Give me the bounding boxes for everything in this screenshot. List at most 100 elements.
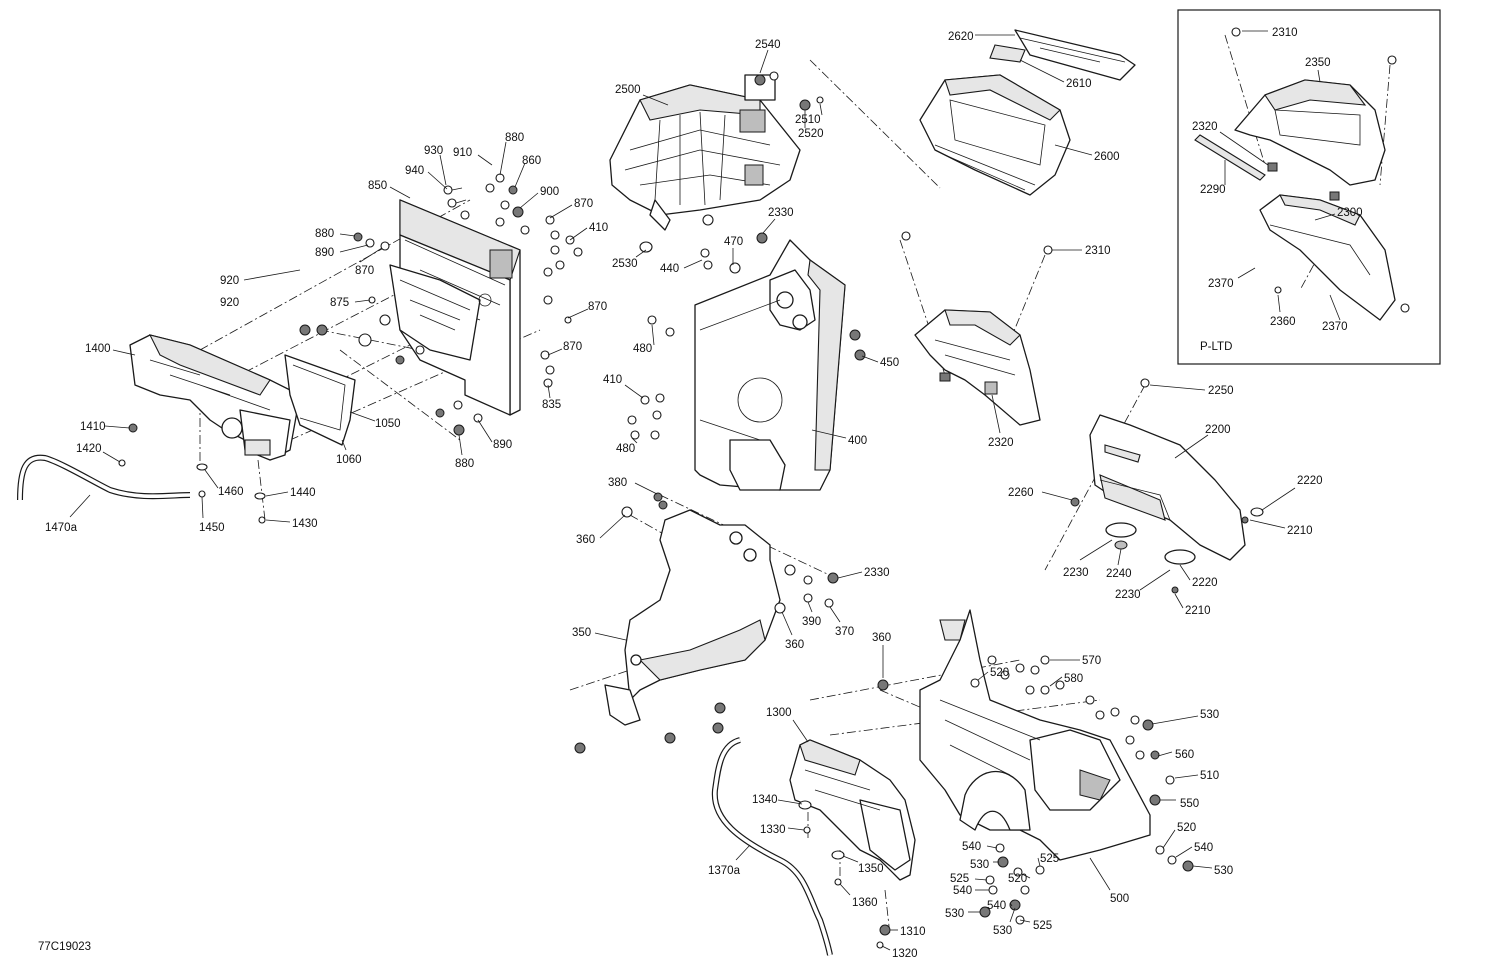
callout-label: 1370a <box>708 865 741 877</box>
callout-label: 2600 <box>1094 151 1120 163</box>
callout-label: 2320 <box>988 437 1014 449</box>
callout-label: 940 <box>405 165 424 177</box>
callout-label: 360 <box>872 632 891 644</box>
screws-1400 <box>118 423 266 524</box>
screws-2310 <box>901 231 1053 382</box>
callout-label: 520 <box>1177 822 1196 834</box>
callout-label: 870 <box>588 301 607 313</box>
callout-label: 2370 <box>1208 278 1234 290</box>
callout-label: 570 <box>1082 655 1101 667</box>
callout-label: 2330 <box>864 567 890 579</box>
panel-2600 <box>919 74 1071 196</box>
callout-label: 2300 <box>1337 207 1363 219</box>
callout-label: 530 <box>993 925 1012 937</box>
callout-label: 1310 <box>900 926 926 938</box>
callout-label: 540 <box>953 885 972 897</box>
drawing-number: 77C19023 <box>38 941 91 953</box>
callout-label: 870 <box>355 265 374 277</box>
callout-label: 2290 <box>1200 184 1226 196</box>
screws-400 <box>627 315 866 440</box>
callout-label: 1330 <box>760 824 786 836</box>
callout-label: 360 <box>576 534 595 546</box>
p-ltd-inset-frame <box>1177 9 1441 365</box>
callout-label: 860 <box>522 155 541 167</box>
callout-label: 560 <box>1175 749 1194 761</box>
callout-label: 2230 <box>1115 589 1141 601</box>
panel-2200 <box>1089 414 1246 565</box>
callout-label: 470 <box>724 236 743 248</box>
callout-label: 580 <box>1064 673 1083 685</box>
callout-label: 1450 <box>199 522 225 534</box>
callout-label: 900 <box>540 186 559 198</box>
callout-label: 2530 <box>612 258 638 270</box>
callout-label: 870 <box>574 198 593 210</box>
callout-label: 880 <box>315 228 334 240</box>
callout-label: 525 <box>950 873 969 885</box>
seal-1050-1060 <box>284 354 356 446</box>
callout-label: 2350 <box>1305 57 1331 69</box>
callout-label: 400 <box>848 435 867 447</box>
callout-label: 450 <box>880 357 899 369</box>
callout-label: 525 <box>1040 853 1059 865</box>
callout-label: 530 <box>1200 709 1219 721</box>
callout-label: 880 <box>505 132 524 144</box>
callout-label: 1360 <box>852 897 878 909</box>
inset-panel-2300 <box>1259 194 1396 321</box>
callout-label: 2200 <box>1205 424 1231 436</box>
panel-2320 <box>914 309 1041 426</box>
callout-label: 410 <box>603 374 622 386</box>
callout-label: 1410 <box>80 421 106 433</box>
bracket-2610 <box>989 44 1026 63</box>
hose-1370a <box>711 737 833 956</box>
callout-label: 2500 <box>615 84 641 96</box>
callout-label: 540 <box>987 900 1006 912</box>
callout-label: 920 <box>220 275 239 287</box>
callout-label: 920 <box>220 297 239 309</box>
duct-1400 <box>129 334 301 461</box>
callout-label: 2360 <box>1270 316 1296 328</box>
callout-label: 880 <box>455 458 474 470</box>
callout-label: 2240 <box>1106 568 1132 580</box>
callout-label: 2210 <box>1287 525 1313 537</box>
callout-label: 2210 <box>1185 605 1211 617</box>
callout-label: 890 <box>493 439 512 451</box>
callout-label: 1460 <box>218 486 244 498</box>
callout-label: 930 <box>424 145 443 157</box>
callout-label: 2320 <box>1192 121 1218 133</box>
callout-label: 2310 <box>1085 245 1111 257</box>
screws-inset <box>1231 27 1410 313</box>
screws-2200 <box>1070 378 1264 594</box>
callout-label: 360 <box>785 639 804 651</box>
panel-500 <box>919 609 1151 861</box>
callout-labels: 920 920 930 940 850 910 880 860 900 870 … <box>38 27 1363 960</box>
callout-label: 380 <box>608 477 627 489</box>
callout-label: 850 <box>368 180 387 192</box>
callout-label: 2260 <box>1008 487 1034 499</box>
inset-panel-2350 <box>1234 79 1386 186</box>
callout-label: 2220 <box>1192 577 1218 589</box>
callout-label: 1350 <box>858 863 884 875</box>
callout-label: 1320 <box>892 948 918 960</box>
callout-label: 440 <box>660 263 679 275</box>
callout-label: 520 <box>990 667 1009 679</box>
callout-label: 1060 <box>336 454 362 466</box>
callout-label: 2510 <box>795 114 821 126</box>
airbox-2500 <box>609 74 801 231</box>
callout-label: 870 <box>563 341 582 353</box>
callout-label: 480 <box>616 443 635 455</box>
callout-label: 1050 <box>375 418 401 430</box>
callout-label: 2250 <box>1208 385 1234 397</box>
callout-label: 2520 <box>798 128 824 140</box>
inset-strip-2290 <box>1194 134 1266 181</box>
inset-box-label: P-LTD <box>1200 341 1232 353</box>
fasteners <box>118 27 1410 949</box>
callout-label: 910 <box>453 147 472 159</box>
callout-label: 525 <box>1033 920 1052 932</box>
callout-label: 1400 <box>85 343 111 355</box>
callout-label: 1440 <box>290 487 316 499</box>
callout-label: 500 <box>1110 893 1129 905</box>
callout-label: 2220 <box>1297 475 1323 487</box>
screws-500 <box>877 655 1194 872</box>
callout-label: 550 <box>1180 798 1199 810</box>
